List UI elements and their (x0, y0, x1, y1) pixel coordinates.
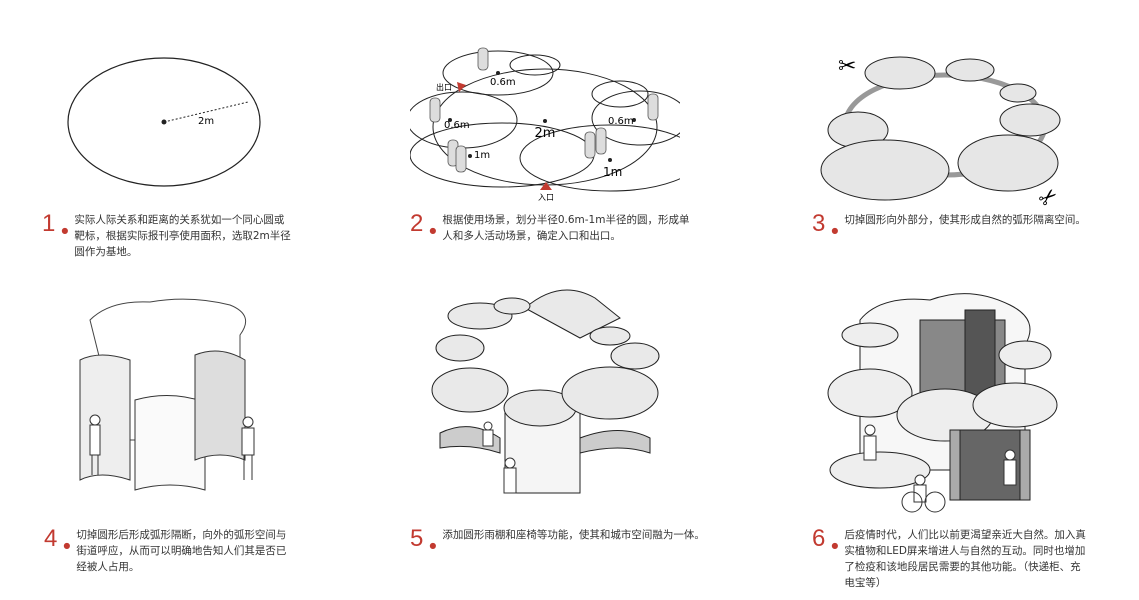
radius-label: 0.6m (444, 120, 470, 131)
radius-label: 1m (603, 165, 622, 179)
step-6: 6● 后疫情时代，人们比以前更渴望亲近大自然。加入真实植物和LED屏来增进人与自… (812, 525, 1086, 590)
radius-label: 0.6m (490, 77, 516, 88)
step-number: 1 (42, 210, 56, 237)
person-icons (89, 414, 255, 480)
step-number: 6 (812, 525, 826, 552)
diagram-final-pavilion (827, 293, 1058, 513)
step-3: 3● 切掉圆形向外部分，使其形成自然的弧形隔离空间。 (812, 210, 1086, 237)
diagram-canopy-seating (431, 289, 660, 494)
entrance-label: 入口 (538, 193, 554, 202)
step-description: 切掉圆形向外部分，使其形成自然的弧形隔离空间。 (844, 214, 1086, 226)
exit-label: 出口 (436, 82, 452, 92)
radius-label: 2m (198, 116, 214, 127)
diagram-base-circle: 2m (67, 57, 261, 187)
step-description: 添加圆形雨棚和座椅等功能，使其和城市空间融为一体。 (442, 529, 705, 541)
radius-label: 1m (474, 150, 490, 161)
step-number: 4 (44, 525, 58, 552)
step-description: 切掉圆形后形成弧形隔断，向外的弧形空间与街道呼应，从而可以明确地告知人们其是否已… (76, 529, 287, 573)
scissors-icon: ✂ (1034, 182, 1064, 210)
center-radius-label: 2m (535, 126, 556, 141)
person-icons (429, 47, 659, 173)
step-4: 4● 切掉圆形后形成弧形隔断，向外的弧形空间与街道呼应，从而可以明确地告知人们其… (44, 527, 294, 575)
step-2: 2● 根据使用场景，划分半径0.6m-1m半径的圆，形成单人和多人活动场景，确定… (410, 210, 690, 243)
entrance-arrow-icon (540, 182, 552, 190)
step-5: 5● 添加圆形雨棚和座椅等功能，使其和城市空间融为一体。 (410, 525, 705, 552)
person-icons (863, 424, 1017, 513)
diagram-curved-partitions (79, 298, 255, 491)
step-number: 5 (410, 525, 424, 552)
step-number: 2 (410, 210, 424, 237)
scissors-icon: ✂ (838, 54, 856, 79)
diagram-activity-circles: 2m 0.6m 0.6m 0.6m 1m 1m 出口 入口 (410, 47, 680, 202)
diagram-cut-circles: ✂ ✂ (820, 54, 1064, 210)
step-description: 后疫情时代，人们比以前更渴望亲近大自然。加入真实植物和LED屏来增进人与自然的互… (844, 529, 1086, 589)
step-1: 1● 实际人际关系和距离的关系犹如一个同心圆或靶标，根据实际报刊亭使用面积，选取… (42, 210, 291, 259)
exit-arrow-icon (457, 82, 466, 92)
step-description: 根据使用场景，划分半径0.6m-1m半径的圆，形成单人和多人活动场景，确定入口和… (442, 214, 690, 242)
radius-label: 0.6m (608, 116, 634, 127)
person-icons (482, 421, 517, 494)
step-description: 实际人际关系和距离的关系犹如一个同心圆或靶标，根据实际报刊亭使用面积，选取2m半… (74, 214, 291, 258)
step-number: 3 (812, 210, 826, 237)
